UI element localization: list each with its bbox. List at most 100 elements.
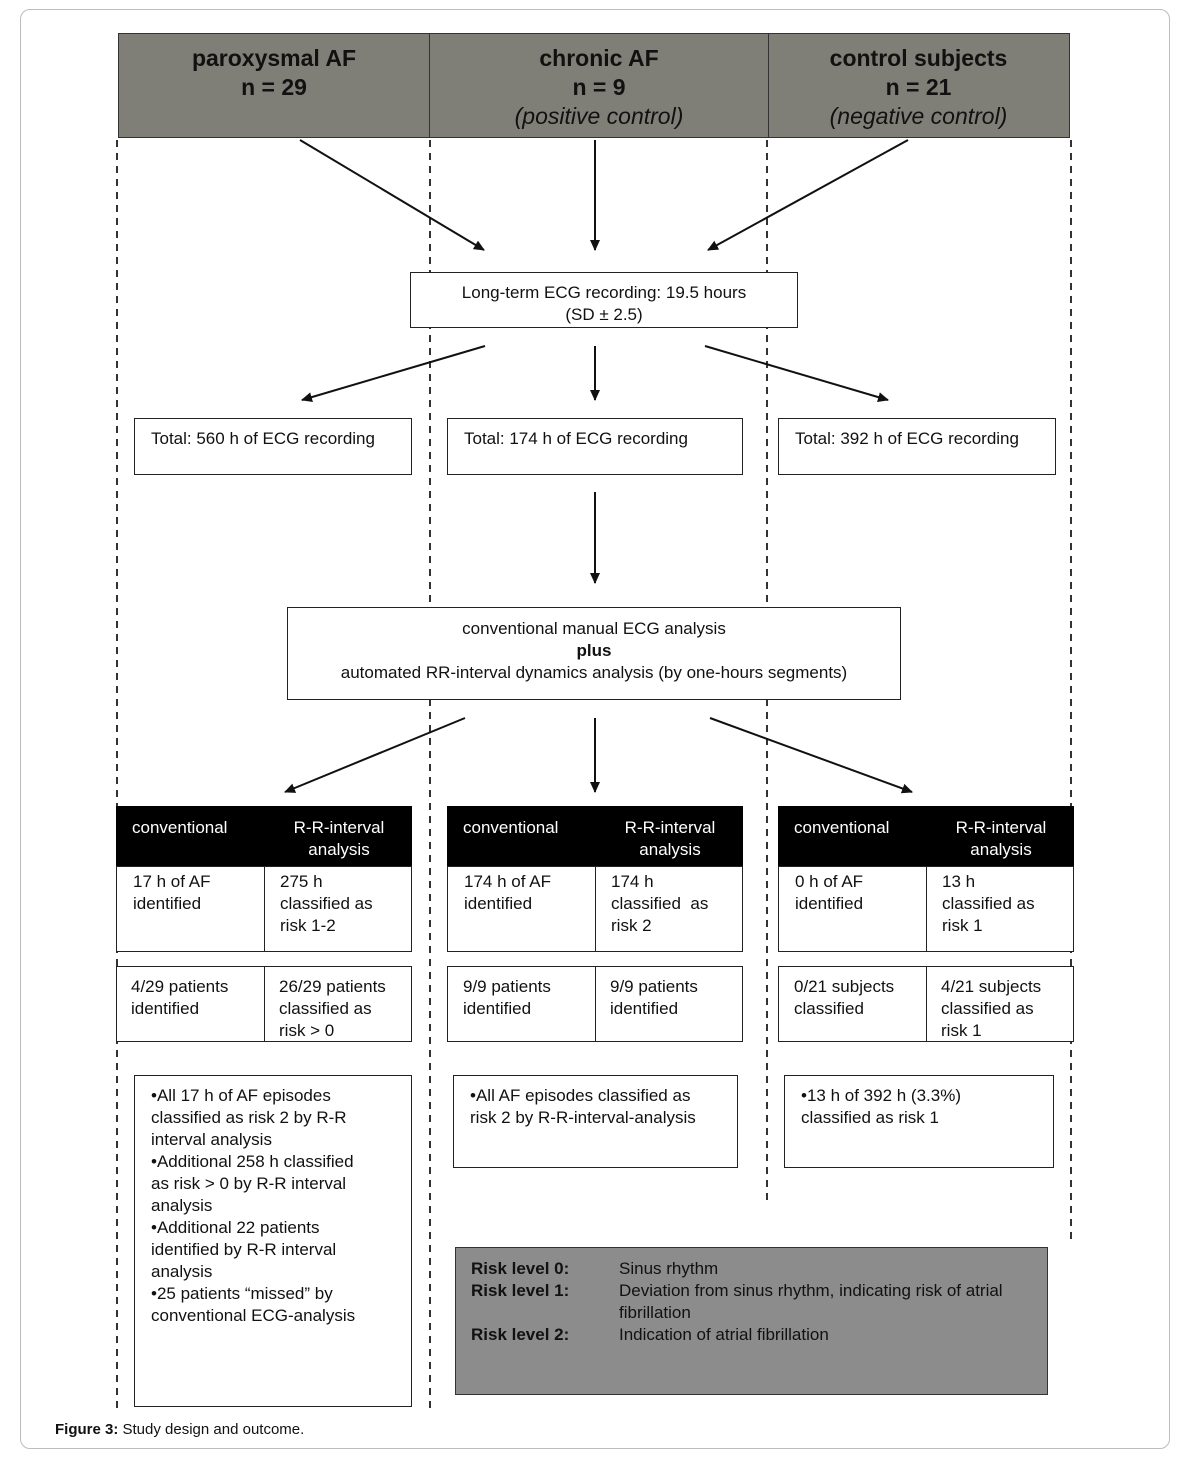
summary-box-chronic: •All AF episodes classified as risk 2 by…	[453, 1075, 738, 1168]
cell-line: identified	[133, 894, 202, 913]
cell-divider	[926, 967, 927, 1041]
total-text: Total: 560 h of ECG recording	[151, 429, 375, 448]
legend-label: Risk level 2:	[471, 1325, 570, 1344]
header-rr-line1: R-R-interval	[955, 818, 1047, 837]
group-note: (positive control)	[514, 103, 684, 129]
legend-description: Deviation from sinus rhythm, indicating …	[619, 1281, 1003, 1322]
cell-divider	[264, 867, 265, 951]
cell-line: classified as	[611, 894, 709, 913]
cell-line: 0/21 subjects	[794, 977, 895, 996]
cell-line: classified as	[942, 894, 1035, 913]
cell-line: classified as	[279, 999, 372, 1018]
patient-results-paroxysmal: 4/29 patients identified 26/29 patients …	[116, 966, 412, 1042]
cell-line: risk 1	[941, 1021, 982, 1040]
summary-line: classified as risk 1	[801, 1108, 939, 1127]
conventional-cell: 0 h of AF identified	[795, 871, 863, 915]
rr-cell: 275 h classified as risk 1-2	[280, 871, 373, 937]
group-control-subjects: control subjects n = 21 (negative contro…	[768, 34, 1068, 137]
group-n: n = 21	[885, 74, 952, 100]
rr-cell: 26/29 patients classified as risk > 0	[279, 976, 386, 1042]
analysis-line3: automated RR-interval dynamics analysis …	[340, 663, 848, 682]
legend-label: Risk level 1:	[471, 1281, 570, 1300]
header-rr-line2: analysis	[308, 840, 370, 859]
header-rr-line2: analysis	[639, 840, 701, 859]
cell-line: identified	[610, 999, 679, 1018]
cell-divider	[264, 967, 265, 1041]
summary-line: •All AF episodes classified as	[470, 1086, 691, 1105]
arrow-analysis-to-left	[284, 717, 466, 793]
conventional-cell: 174 h of AF identified	[464, 871, 551, 915]
summary-line: •Additional 258 h classified	[151, 1152, 354, 1171]
group-chronic-af: chronic AF n = 9 (positive control)	[429, 34, 768, 137]
cell-divider	[595, 867, 596, 951]
cell-line: classified as	[280, 894, 373, 913]
group-header-row: paroxysmal AF n = 29 chronic AF n = 9 (p…	[118, 33, 1070, 138]
cell-line: risk 1-2	[280, 916, 336, 935]
risk-level-legend: Risk level 0: Sinus rhythm Risk level 1:…	[455, 1247, 1048, 1395]
arrow-ecg-to-total-right	[704, 345, 889, 402]
cell-line: 4/21 subjects	[941, 977, 1042, 996]
cell-divider	[595, 967, 596, 1041]
cell-line: 13 h	[942, 872, 976, 891]
total-text: Total: 392 h of ECG recording	[795, 429, 1019, 448]
group-n: n = 9	[572, 74, 626, 100]
cell-line: identified	[131, 999, 200, 1018]
summary-line: interval analysis	[151, 1130, 272, 1149]
hours-results-chronic: 174 h of AF identified 174 h classified …	[447, 866, 743, 952]
conventional-cell: 17 h of AF identified	[133, 871, 211, 915]
summary-line: risk 2 by R-R-interval-analysis	[470, 1108, 696, 1127]
cell-line: 9/9 patients	[610, 977, 698, 996]
table-header-chronic: conventional R-R-interval analysis	[447, 806, 743, 867]
arrow-control-to-ecg	[707, 139, 909, 251]
cell-line: identified	[795, 894, 864, 913]
analysis-box: conventional manual ECG analysis plus au…	[287, 607, 901, 700]
group-note: (negative control)	[829, 103, 1008, 129]
group-title: paroxysmal AF	[191, 45, 357, 71]
arrow-analysis-to-right	[709, 717, 913, 794]
summary-line: as risk > 0 by R-R interval	[151, 1174, 347, 1193]
legend-description: Indication of atrial fibrillation	[619, 1325, 829, 1344]
cell-line: 0 h of AF	[795, 872, 864, 891]
summary-line: •25 patients “missed” by	[151, 1284, 333, 1303]
ecg-recording-line1: Long-term ECG recording: 19.5 hours	[461, 283, 747, 302]
group-n: n = 29	[241, 74, 307, 100]
cell-line: risk 1	[942, 916, 983, 935]
header-rr-interval: R-R-interval analysis	[279, 817, 399, 861]
ecg-recording-line2: (SD ± 2.5)	[565, 305, 643, 324]
ecg-recording-box: Long-term ECG recording: 19.5 hours (SD …	[410, 272, 798, 328]
cell-divider	[926, 867, 927, 951]
hours-results-paroxysmal: 17 h of AF identified 275 h classified a…	[116, 866, 412, 952]
legend-description: Sinus rhythm	[619, 1259, 719, 1278]
group-paroxysmal-af: paroxysmal AF n = 29	[119, 34, 429, 137]
summary-line: classified as risk 2 by R-R	[151, 1108, 347, 1127]
header-conventional: conventional	[463, 818, 559, 837]
header-rr-line2: analysis	[970, 840, 1032, 859]
legend-label: Risk level 0:	[471, 1259, 570, 1278]
cell-line: identified	[464, 894, 533, 913]
summary-line: analysis	[151, 1262, 213, 1281]
summary-line: •All 17 h of AF episodes	[151, 1086, 331, 1105]
cell-line: risk > 0	[279, 1021, 335, 1040]
header-rr-line1: R-R-interval	[293, 818, 385, 837]
cell-line: 26/29 patients	[279, 977, 386, 996]
cell-line: 174 h	[611, 872, 654, 891]
header-conventional: conventional	[794, 818, 890, 837]
summary-box-control: •13 h of 392 h (3.3%) classified as risk…	[784, 1075, 1054, 1168]
cell-line: identified	[463, 999, 532, 1018]
arrow-paroxysmal-to-ecg	[299, 139, 485, 251]
summary-box-paroxysmal: •All 17 h of AF episodes classified as r…	[134, 1075, 412, 1407]
cell-line: classified as	[941, 999, 1034, 1018]
summary-line: •13 h of 392 h (3.3%)	[801, 1086, 961, 1105]
cell-line: classified	[794, 999, 864, 1018]
conventional-cell: 4/29 patients identified	[131, 976, 228, 1020]
conventional-cell: 9/9 patients identified	[463, 976, 551, 1020]
rr-cell: 13 h classified as risk 1	[942, 871, 1035, 937]
cell-line: 174 h of AF	[464, 872, 551, 891]
header-rr-line1: R-R-interval	[624, 818, 716, 837]
header-rr-interval: R-R-interval analysis	[610, 817, 730, 861]
patient-results-chronic: 9/9 patients identified 9/9 patients ide…	[447, 966, 743, 1042]
table-header-control: conventional R-R-interval analysis	[778, 806, 1074, 867]
arrow-ecg-to-total-left	[301, 345, 486, 402]
total-box-chronic: Total: 174 h of ECG recording	[447, 418, 743, 475]
